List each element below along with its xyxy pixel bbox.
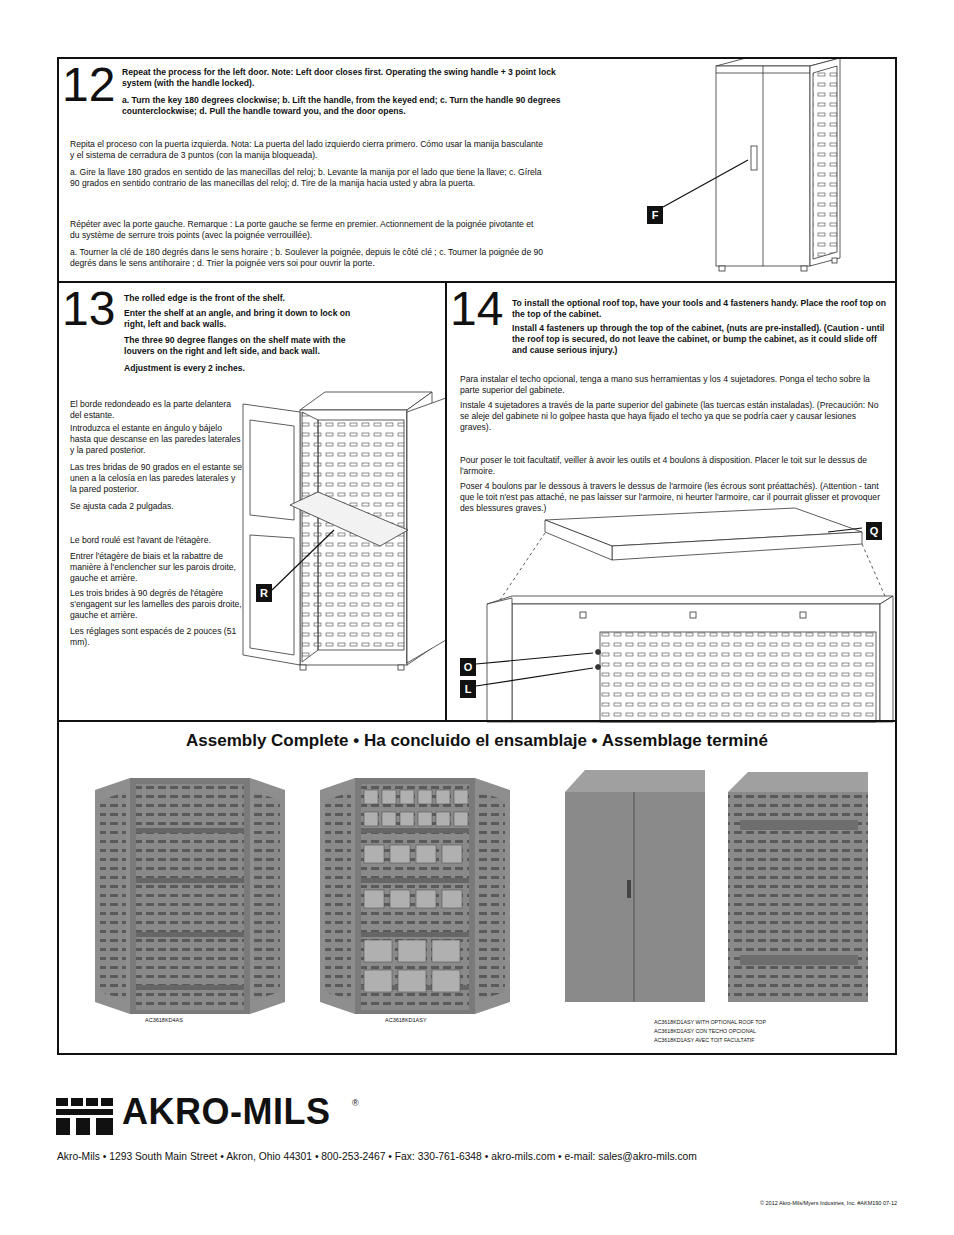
instruction-text: Repita el proceso con la puerta izquierd… [70,139,545,161]
instruction-text: Pour poser le toit facultatif, veiller à… [460,455,885,477]
callout-letter: F [647,206,663,224]
step-panel: 14To install the optional roof top, have… [445,281,897,722]
callout-letter: Q [866,522,882,540]
instruction-text: Las tres bridas de 90 grados en el estan… [70,462,242,494]
callout-text: L [460,680,476,698]
instruction-text: Para instalar el techo opcional, tenga a… [460,374,885,396]
callout-text: Q [866,522,882,540]
instruction-text: Enter the shelf at an angle, and bring i… [124,308,374,330]
instruction-text: a. Tourner la clé de 180 degrés dans le … [70,247,545,269]
instruction-text: a. Gire la llave 180 grados en sentido d… [70,167,545,189]
step-number: 13 [62,285,122,333]
callout-text: F [647,206,663,224]
panel-heading: Assembly Complete • Ha concluido el ensa… [59,730,895,751]
callout-letter: O [460,658,476,676]
step-number: 14 [450,285,510,333]
model-label: AC3618KD4AS [145,1017,265,1024]
model-label: AC3618KD1ASY AVEC TOIT FACULTATIF [654,1037,854,1044]
instruction-text: Poser 4 boulons par le dessous à travers… [460,481,885,513]
trademark: ® [352,1098,364,1109]
instruction-text: Répéter avec la porte gauche. Remarque :… [70,219,545,241]
callout-letter: L [460,680,476,698]
step-panel: 13The rolled edge is the front of the sh… [57,281,447,722]
instruction-text: Adjustment is every 2 inches. [124,363,374,374]
instruction-text: Les trois brides à 90 degrés de l'étagèr… [70,588,242,620]
instruction-text: Se ajusta cada 2 pulgadas. [70,501,242,512]
model-label: AC3618KD1ASY CON TECHO OPCIONAL [654,1028,854,1035]
instruction-text: a. Turn the key 180 degrees clockwise; b… [122,95,572,117]
instruction-text: Le bord roulé est l'avant de l'étagère. [70,535,242,546]
instruction-text: Instale 4 sujetadores a través de la par… [460,400,885,432]
instruction-text: Repeat the process for the left door. No… [122,67,572,89]
instruction-text: Les réglages sont espacés de 2 pouces (5… [70,626,242,648]
instruction-text: Introduzca el estante en ángulo y bájelo… [70,423,242,455]
instruction-text: The rolled edge is the front of the shel… [124,293,374,304]
result-panel: Assembly Complete • Ha concluido el ensa… [57,720,897,1055]
instruction-text: El borde redondeado es la parte delanter… [70,399,242,421]
step-number: 12 [62,61,122,109]
callout-text: R [256,584,272,602]
brand-name: AKRO-MILS [122,1094,362,1130]
instruction-text: Install 4 fasteners up through the top o… [512,323,887,355]
step-panel: 12Repeat the process for the left door. … [57,57,897,283]
instruction-text: The three 90 degree flanges on the shelf… [124,335,374,357]
callout-text: O [460,658,476,676]
copyright: © 2012 Akro-Mils/Myers Industries, Inc. … [597,1200,897,1207]
instruction-text: To install the optional roof top, have y… [512,298,887,320]
model-label: AC3618KD1ASY WITH OPTIONAL ROOF TOP [654,1019,854,1026]
model-label: AC3618KD1ASY [385,1017,505,1024]
callout-letter: R [256,584,272,602]
address-line: Akro-Mils • 1293 South Main Street • Akr… [57,1151,897,1164]
instruction-text: Entrer l'étagère de biais et la rabattre… [70,551,242,583]
